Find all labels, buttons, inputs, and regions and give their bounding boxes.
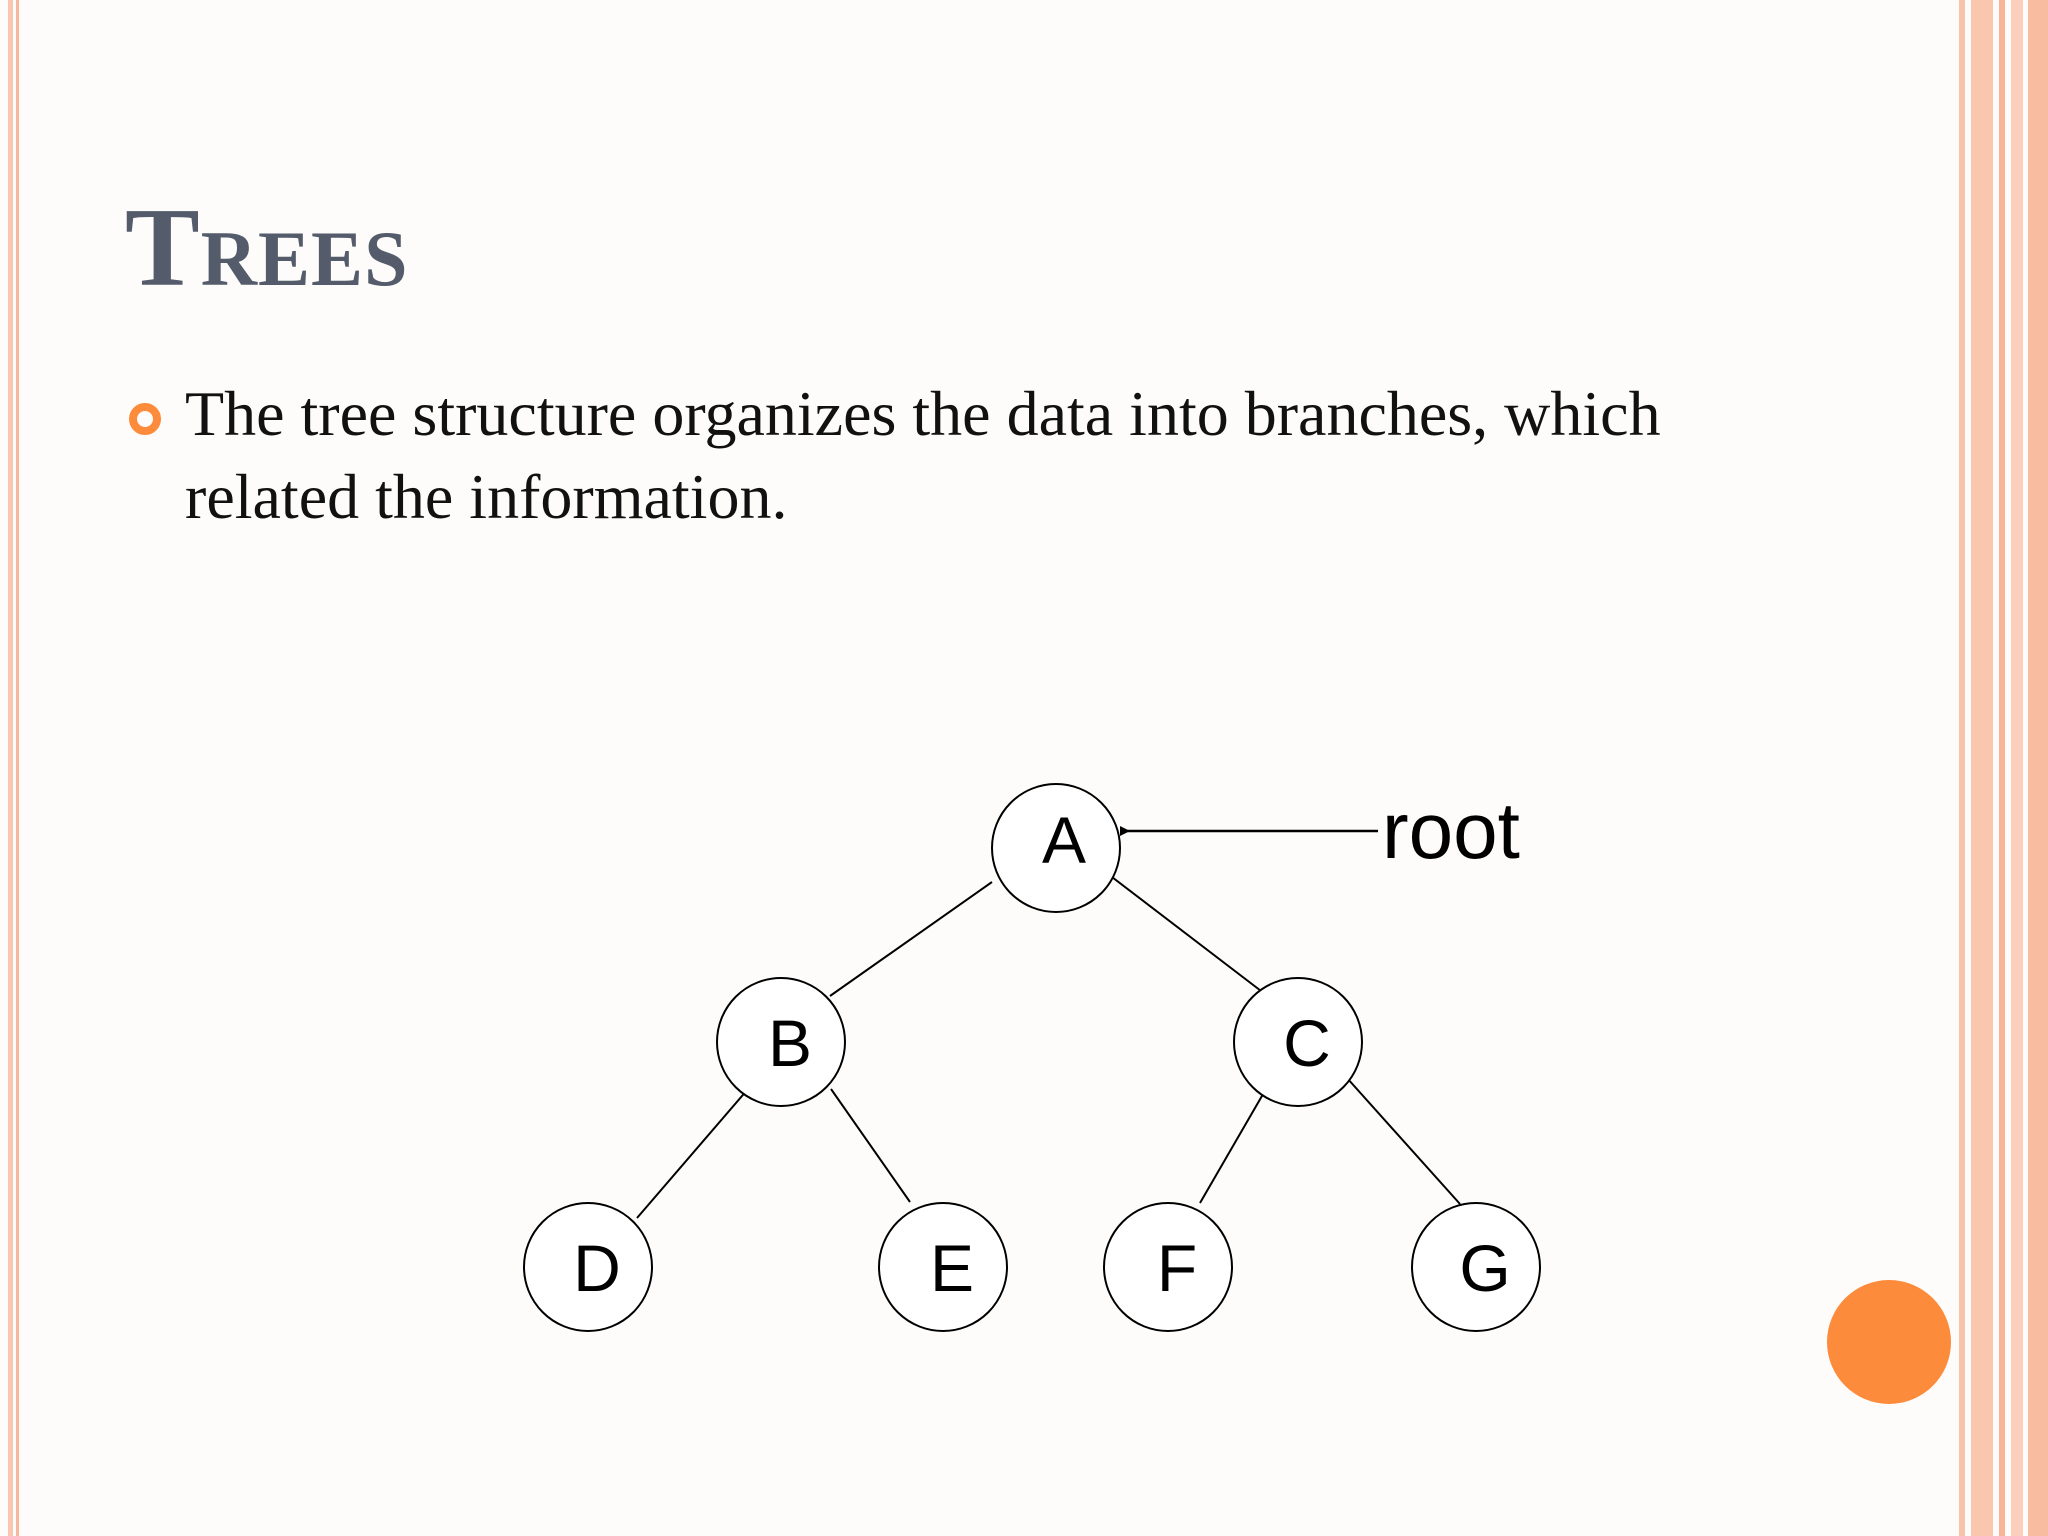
edge-c-f — [1199, 1088, 1267, 1204]
tree-node-d: D — [523, 1202, 653, 1332]
edge-a-c — [1107, 873, 1266, 995]
right-border-stripe — [1999, 0, 2005, 1536]
tree-node-b: B — [716, 977, 846, 1107]
edge-a-b — [829, 881, 993, 997]
edge-b-d — [636, 1088, 749, 1219]
node-circle — [878, 1202, 1008, 1332]
node-circle — [1411, 1202, 1541, 1332]
root-label: root — [1382, 786, 1520, 875]
right-border-stripe — [2028, 0, 2048, 1536]
tree-node-c: C — [1233, 977, 1363, 1107]
edge-b-e — [830, 1088, 911, 1203]
right-border-stripe — [1959, 0, 1965, 1536]
node-circle — [523, 1202, 653, 1332]
right-border-stripe — [1971, 0, 1993, 1536]
tree-node-g: G — [1411, 1202, 1541, 1332]
right-border-stripe — [2011, 0, 2023, 1536]
node-label-g: G — [1459, 1231, 1510, 1305]
node-label-b: B — [768, 1006, 812, 1080]
bullet-text: The tree structure organizes the data in… — [185, 378, 1661, 532]
node-circle — [1233, 977, 1363, 1107]
slide-title: Trees — [125, 186, 409, 310]
left-border — [0, 0, 30, 1536]
tree-node-e: E — [878, 1202, 1008, 1332]
node-label-f: F — [1157, 1231, 1197, 1305]
left-border-stripe — [8, 0, 13, 1536]
ring-bullet-icon — [129, 403, 161, 435]
right-border — [1955, 0, 2048, 1536]
node-circle — [991, 783, 1121, 913]
node-circle — [1103, 1202, 1233, 1332]
ring-bullet-shape — [129, 403, 161, 435]
node-label-c: C — [1283, 1006, 1331, 1080]
tree-node-f: F — [1103, 1202, 1233, 1332]
node-label-a: A — [1042, 803, 1086, 877]
node-label-e: E — [930, 1231, 974, 1305]
edge-c-g — [1346, 1077, 1461, 1205]
node-label-d: D — [573, 1231, 621, 1305]
tree-node-a: A — [991, 783, 1121, 913]
accent-dot — [1827, 1280, 1951, 1404]
node-circle — [716, 977, 846, 1107]
left-border-stripe — [16, 0, 19, 1536]
